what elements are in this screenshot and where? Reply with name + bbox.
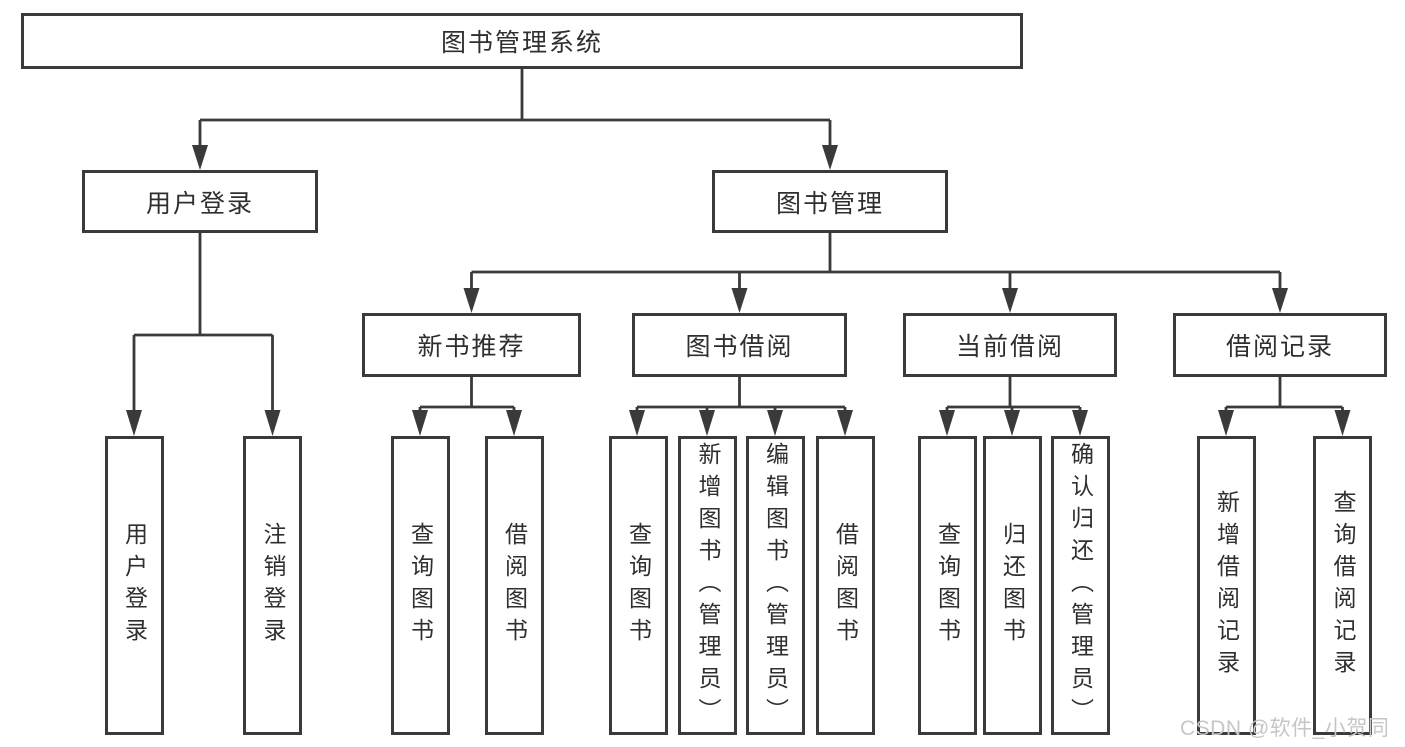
- node-library-management-system: 图书管理系统: [21, 13, 1023, 69]
- node-book-management: 图书管理: [712, 170, 948, 233]
- leaf-br-query-borrow-record: 查询借阅记录: [1313, 436, 1372, 735]
- leaf-logout-login: 注销登录: [243, 436, 302, 735]
- leaf-nb-query-books: 查询图书: [390, 436, 450, 735]
- leaf-bb-add-books-admin: 新增图书（管理员）: [678, 436, 737, 735]
- leaf-cb-query-books: 查询图书: [917, 436, 977, 735]
- leaf-bb-query-books: 查询图书: [608, 436, 668, 735]
- leaf-cb-confirm-return-admin: 确认归还（管理员）: [1050, 436, 1110, 735]
- leaf-br-add-borrow-record: 新增借阅记录: [1196, 436, 1256, 735]
- leaf-bb-borrow-books: 借阅图书: [815, 436, 875, 735]
- leaf-bb-edit-books-admin: 编辑图书（管理员）: [745, 436, 805, 735]
- node-user-login: 用户登录: [82, 170, 318, 233]
- node-borrow-records: 借阅记录: [1173, 313, 1387, 377]
- watermark: CSDN @软件_小贺同学: [1180, 717, 1390, 740]
- node-new-book-recommend: 新书推荐: [362, 313, 581, 377]
- leaf-user-login: 用户登录: [104, 436, 164, 735]
- leaf-nb-borrow-books: 借阅图书: [484, 436, 544, 735]
- leaf-cb-return-books: 归还图书: [982, 436, 1042, 735]
- node-current-borrow: 当前借阅: [903, 313, 1117, 377]
- node-book-borrow: 图书借阅: [632, 313, 847, 377]
